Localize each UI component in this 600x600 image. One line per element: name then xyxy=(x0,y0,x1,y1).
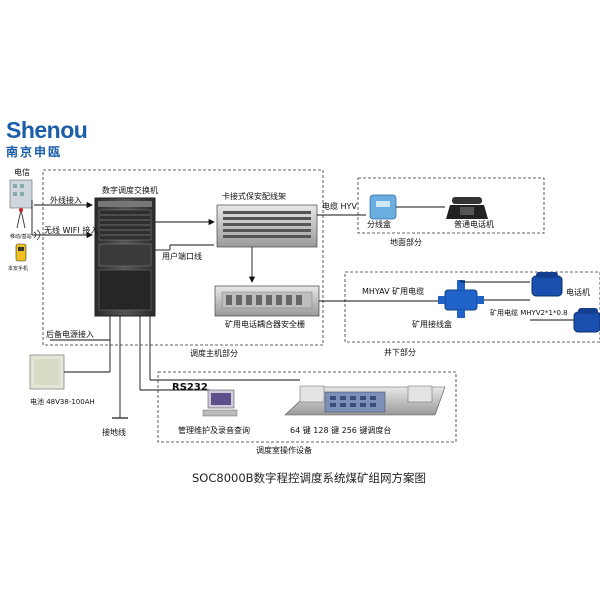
ground-wire-label: 接地线 xyxy=(102,428,126,437)
outside-line-label: 外线接入 xyxy=(50,196,82,205)
mining-phone-icon-1 xyxy=(531,272,563,297)
underground-section-label: 井下部分 xyxy=(384,348,416,357)
mhyav-cable-label: MHYAV 矿用电缆 xyxy=(362,287,425,296)
wifi-access-label: 无线 WIFI 接入 xyxy=(44,226,99,235)
host-section-box xyxy=(42,169,324,346)
distribution-frame-icon xyxy=(216,204,318,248)
coupler-label: 矿用电话耦合器安全栅 xyxy=(225,320,305,329)
hyv-cable-label: 电缆 HYV xyxy=(322,202,357,211)
mobile-tower-icon xyxy=(16,208,26,229)
console-section-label: 调度室操作设备 xyxy=(256,446,312,455)
brand-logo: Shenou 南京申瓯 xyxy=(6,117,88,160)
ground-section-box xyxy=(357,177,545,234)
battery-label: 电池 48V38-100AH xyxy=(30,398,95,406)
logo-chinese: 南京申瓯 xyxy=(6,145,63,159)
mdf-title-label: 卡接式保安配线架 xyxy=(222,192,286,201)
logo-english: Shenou xyxy=(6,117,88,143)
desk-phone-icon xyxy=(446,197,488,219)
ground-section-label: 地面部分 xyxy=(390,238,422,247)
splitter-box-label: 分线盒 xyxy=(367,220,391,229)
intrinsically-safe-phone-icon xyxy=(15,243,27,262)
wifi-waves-icon xyxy=(33,229,41,241)
splitter-box-icon xyxy=(369,194,397,220)
user-port-line-label: 用户端口线 xyxy=(162,252,202,261)
mhyv-cable-spec-label: 矿用电缆 MHYV2*1*0.8 xyxy=(490,309,568,317)
diagram-caption: SOC8000B数字程控调度系统煤矿组网方案图 xyxy=(192,471,427,485)
backup-power-label: 后备电源接入 xyxy=(46,330,94,339)
dispatch-desk-label: 64 键 128 键 256 键调度台 xyxy=(290,426,392,435)
underground-section-box xyxy=(344,271,600,343)
rs232-label: RS232 xyxy=(172,382,208,393)
ordinary-phone-label: 普通电话机 xyxy=(454,220,494,229)
phone-coupler-barrier-icon xyxy=(214,285,320,317)
mobile-station-label: 移动/基站 xyxy=(10,234,32,240)
telecom-label: 电信 xyxy=(14,168,30,177)
switch-cabinet-icon xyxy=(94,197,156,317)
host-section-label: 调度主机部分 xyxy=(190,349,238,358)
switch-title-label: 数字调度交换机 xyxy=(102,186,158,195)
junction-box-label: 矿用接线盒 xyxy=(412,320,452,329)
safe-phone-label: 本安手机 xyxy=(8,266,29,272)
junction-box-icon xyxy=(438,280,484,318)
mining-phone-icon-2 xyxy=(573,308,600,333)
management-label: 管理维护及录音查询 xyxy=(178,426,250,435)
battery-icon xyxy=(29,354,65,390)
dispatch-console-icon xyxy=(284,385,446,416)
console-section-box xyxy=(157,371,457,443)
management-pc-icon xyxy=(202,389,238,417)
telecom-building-icon xyxy=(9,179,33,209)
mining-phone-label: 电话机 xyxy=(566,288,590,297)
